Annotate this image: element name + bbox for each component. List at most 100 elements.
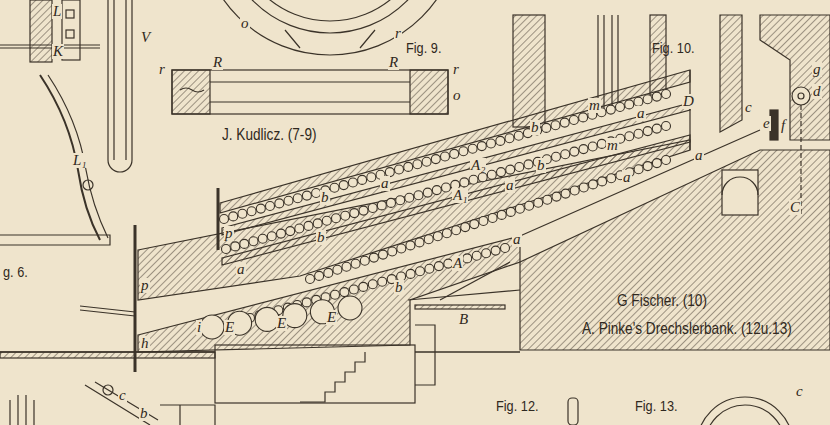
tube (625, 132, 634, 141)
tube (524, 160, 533, 169)
figure-caption: G Fischer. (10) (617, 292, 707, 309)
tube (422, 157, 431, 166)
tube (662, 90, 671, 99)
tube (652, 92, 661, 101)
tube (579, 183, 588, 192)
part-letter: d (812, 84, 822, 99)
tube (570, 147, 579, 156)
chimney (513, 15, 545, 127)
figure-number: g. 6. (3, 264, 28, 279)
part-letter: a (694, 148, 704, 163)
figure-number: Fig. 10. (652, 40, 695, 55)
figure-number: Fig. 13. (635, 398, 678, 413)
figure-caption: A. Pinke's Drechslerbank. (12u.13) (582, 320, 792, 337)
tube (340, 288, 349, 297)
tube (478, 173, 487, 182)
part-letter: V (140, 30, 151, 45)
tube (487, 170, 496, 179)
tube (388, 247, 397, 256)
part-letter: b (316, 230, 326, 245)
tube (238, 209, 247, 218)
tube (634, 97, 643, 106)
part-letter: i (196, 320, 202, 335)
part-letter: R (388, 55, 399, 70)
tube (652, 124, 661, 133)
part-letter: o (240, 16, 250, 31)
rod (108, 0, 132, 172)
gear (30, 0, 52, 62)
part-letter: C (789, 200, 801, 215)
tube (322, 216, 331, 225)
tube (497, 210, 506, 219)
tube (662, 156, 671, 165)
part-letter: a (505, 178, 515, 193)
tube (222, 245, 231, 254)
part-letter: r (394, 26, 402, 41)
tube (231, 242, 240, 251)
tube (597, 139, 606, 148)
tube (643, 162, 652, 171)
figure-caption: J. Kudlicz. (7-9) (222, 126, 316, 143)
tube (542, 123, 551, 132)
tube (525, 201, 534, 210)
tube (349, 285, 358, 294)
tube (256, 204, 265, 213)
part-letter: m (588, 98, 601, 113)
tube (570, 186, 579, 195)
tube (561, 189, 570, 198)
tube (472, 251, 481, 260)
tube (284, 196, 293, 205)
tube (579, 113, 588, 122)
tube (424, 235, 433, 244)
bracket (62, 0, 80, 60)
tube (598, 177, 607, 186)
tube (359, 282, 368, 291)
tube (662, 122, 671, 131)
tube (634, 129, 643, 138)
tube (397, 244, 406, 253)
tube (469, 175, 478, 184)
tube (396, 196, 405, 205)
part-letter: E (276, 316, 287, 331)
tube (247, 207, 256, 216)
tube (543, 195, 552, 204)
tube (350, 209, 359, 218)
tube (339, 181, 348, 190)
tube (607, 174, 616, 183)
tube (560, 118, 569, 127)
part-letter: a (636, 106, 646, 121)
tube (588, 142, 597, 151)
part-letter: f (780, 118, 786, 133)
tube (477, 142, 486, 151)
part-letter: e (762, 116, 771, 131)
part-letter: b (394, 280, 404, 295)
part-letter: c (795, 384, 804, 399)
tool-bit (568, 398, 578, 425)
tube (643, 127, 652, 136)
figure-number: Fig. 12. (496, 398, 539, 413)
tube (589, 180, 598, 189)
tube (514, 131, 523, 140)
tube (482, 249, 491, 258)
part-letter: c (118, 388, 127, 403)
tube (277, 229, 286, 238)
part-letter: K (52, 44, 64, 59)
part-letter: r (158, 62, 166, 77)
tube (431, 155, 440, 164)
part-letter: b (320, 190, 330, 205)
tube (220, 215, 229, 224)
part-letter: B (458, 312, 469, 327)
tube (497, 168, 506, 177)
tube (378, 277, 387, 286)
tube-rows (200, 90, 671, 340)
tube (506, 165, 515, 174)
part-letter: A₁ (452, 188, 468, 203)
tube (434, 262, 443, 271)
tube (461, 223, 470, 232)
tube (468, 144, 477, 153)
part-letter: b (536, 158, 546, 173)
tube (416, 267, 425, 276)
tube (304, 221, 313, 230)
tube (332, 214, 341, 223)
